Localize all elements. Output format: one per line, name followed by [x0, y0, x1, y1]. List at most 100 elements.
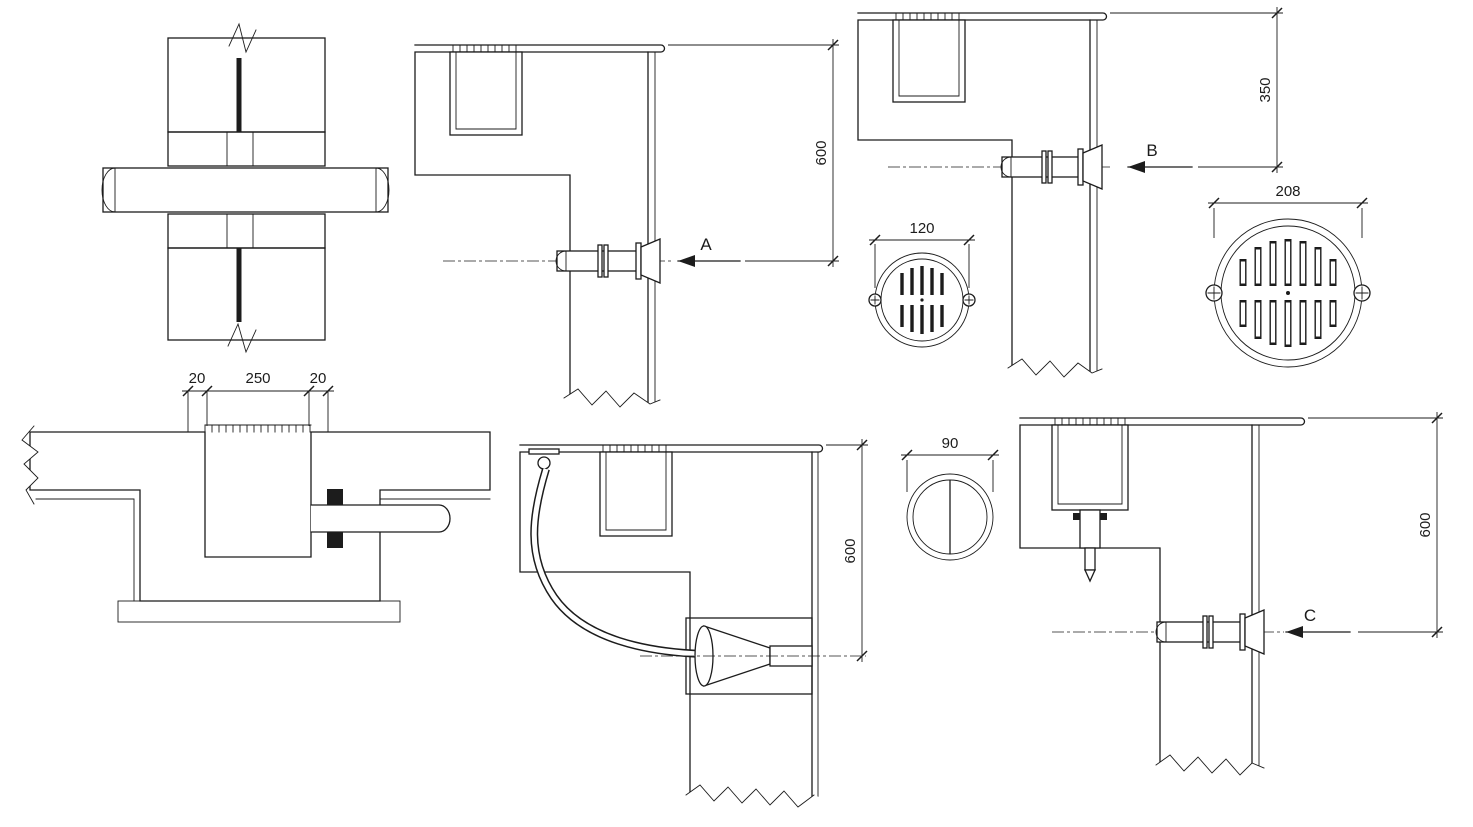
dim-label-600-c: 600 [1417, 512, 1434, 537]
section-label-a: A [700, 235, 712, 254]
drain-channel [892, 19, 966, 103]
coping-line [519, 444, 824, 453]
drain-channel [599, 451, 673, 537]
outlet-flange-bolt-right [1100, 513, 1107, 520]
pipe-break-cap [555, 250, 567, 272]
dim-label-350: 350 [1257, 77, 1274, 102]
dim-label-250: 250 [245, 370, 270, 387]
flexible-hose-inner [531, 468, 703, 657]
pipe-fill [311, 505, 439, 532]
flange-plate [1239, 613, 1246, 651]
coping-line [414, 44, 666, 53]
pipe-break-cap-left [101, 167, 116, 213]
dim-label-20-left: 20 [189, 370, 206, 387]
detail-floor-sump-section: 20 250 20 [12, 370, 491, 623]
flange-plate [635, 242, 642, 280]
coping-line [857, 12, 1108, 21]
outlet-stub-tip [1083, 569, 1097, 583]
dimension-ticks [1208, 197, 1368, 209]
center-dot [920, 298, 924, 302]
union-plate [1041, 150, 1047, 184]
outlet-flange-bolt-left [1073, 513, 1080, 520]
channel-liner [898, 19, 960, 97]
pipe-outline [310, 504, 451, 533]
outlet-cone [640, 238, 661, 284]
detail-drain-grate-plan-120: 120 [868, 220, 976, 348]
break-mask [564, 389, 660, 426]
dimension-ticks [1431, 412, 1443, 638]
detail-drain-plan-90: 90 [901, 435, 999, 561]
break-mark [563, 388, 661, 408]
break-mask [1008, 359, 1102, 396]
break-mask [1156, 755, 1264, 796]
screw-left-cross-icon [870, 295, 880, 305]
inner-circle [912, 479, 988, 555]
dimension-ticks [827, 39, 839, 267]
sealant-block-upper [226, 131, 254, 167]
membrane-line [35, 498, 491, 602]
break-mark-bottom [227, 322, 257, 354]
grate-ticks [204, 424, 311, 433]
detail-flexible-hose-drain-section: 600 [519, 439, 868, 826]
grate-ticks [452, 44, 517, 53]
channel-liner [455, 51, 517, 130]
union-plate [603, 244, 609, 278]
dimension-ticks [1271, 7, 1283, 173]
union-plate [1047, 150, 1053, 184]
center-dot [1286, 291, 1290, 295]
flange-plate [1077, 148, 1084, 186]
waterstop-bar-upper [236, 58, 242, 132]
packing-band-lower [167, 213, 326, 249]
screw-right-cross-icon [964, 295, 974, 305]
extension-lines [187, 391, 329, 432]
waterstop-bar-lower [236, 248, 242, 322]
grate-ticks [895, 12, 960, 21]
dim-label-20-right: 20 [310, 370, 327, 387]
dim-label-600-hose: 600 [842, 538, 859, 563]
pipe-body [102, 167, 389, 213]
detail-roof-drain-section-b: B 350 [857, 7, 1283, 396]
grate-ticks [1054, 417, 1126, 426]
grate-slots-inner [1240, 241, 1336, 345]
section-label-c: C [1304, 606, 1316, 625]
union-plate [1208, 615, 1214, 649]
extension-lines [1213, 208, 1363, 238]
outlet-cone [1244, 609, 1265, 655]
puddle-flange-top [327, 489, 343, 505]
break-mark [1155, 754, 1265, 776]
channel-liner [605, 451, 667, 531]
dimension-ticks [856, 439, 868, 662]
break-mark-top [228, 22, 257, 54]
hose-hook [537, 456, 551, 470]
dim-label-600-a: 600 [813, 140, 830, 165]
extension-lines [874, 244, 970, 288]
screw-left-cross-icon [1207, 286, 1221, 300]
packing-band-upper [167, 131, 326, 167]
grate-slots [900, 266, 944, 334]
hose-bracket [528, 448, 560, 455]
outer-circle [906, 473, 994, 561]
concrete-wall-lower [167, 247, 326, 341]
detail-wall-pipe-penetration [101, 22, 390, 354]
drain-channel [1051, 424, 1129, 511]
dimension-ticks [869, 234, 975, 246]
dimension-ticks [901, 449, 999, 461]
channel-liner [1057, 424, 1123, 505]
pipe-break-cap-right [375, 167, 390, 213]
dimension-ticks [182, 385, 334, 397]
break-mask [686, 785, 824, 826]
section-label-b: B [1146, 141, 1157, 160]
blinding-layer [117, 600, 401, 623]
concrete-slab-and-pit [29, 431, 491, 602]
union-plate [1202, 615, 1208, 649]
dim-label-90: 90 [942, 435, 959, 452]
extension-lines [906, 460, 994, 492]
detail-roof-drain-section-a: A 600 [414, 39, 839, 426]
grate-ticks [602, 444, 667, 453]
break-mark [685, 784, 815, 808]
concrete-wall-upper [167, 37, 326, 133]
drain-channel [449, 51, 523, 136]
dim-label-120: 120 [909, 220, 934, 237]
